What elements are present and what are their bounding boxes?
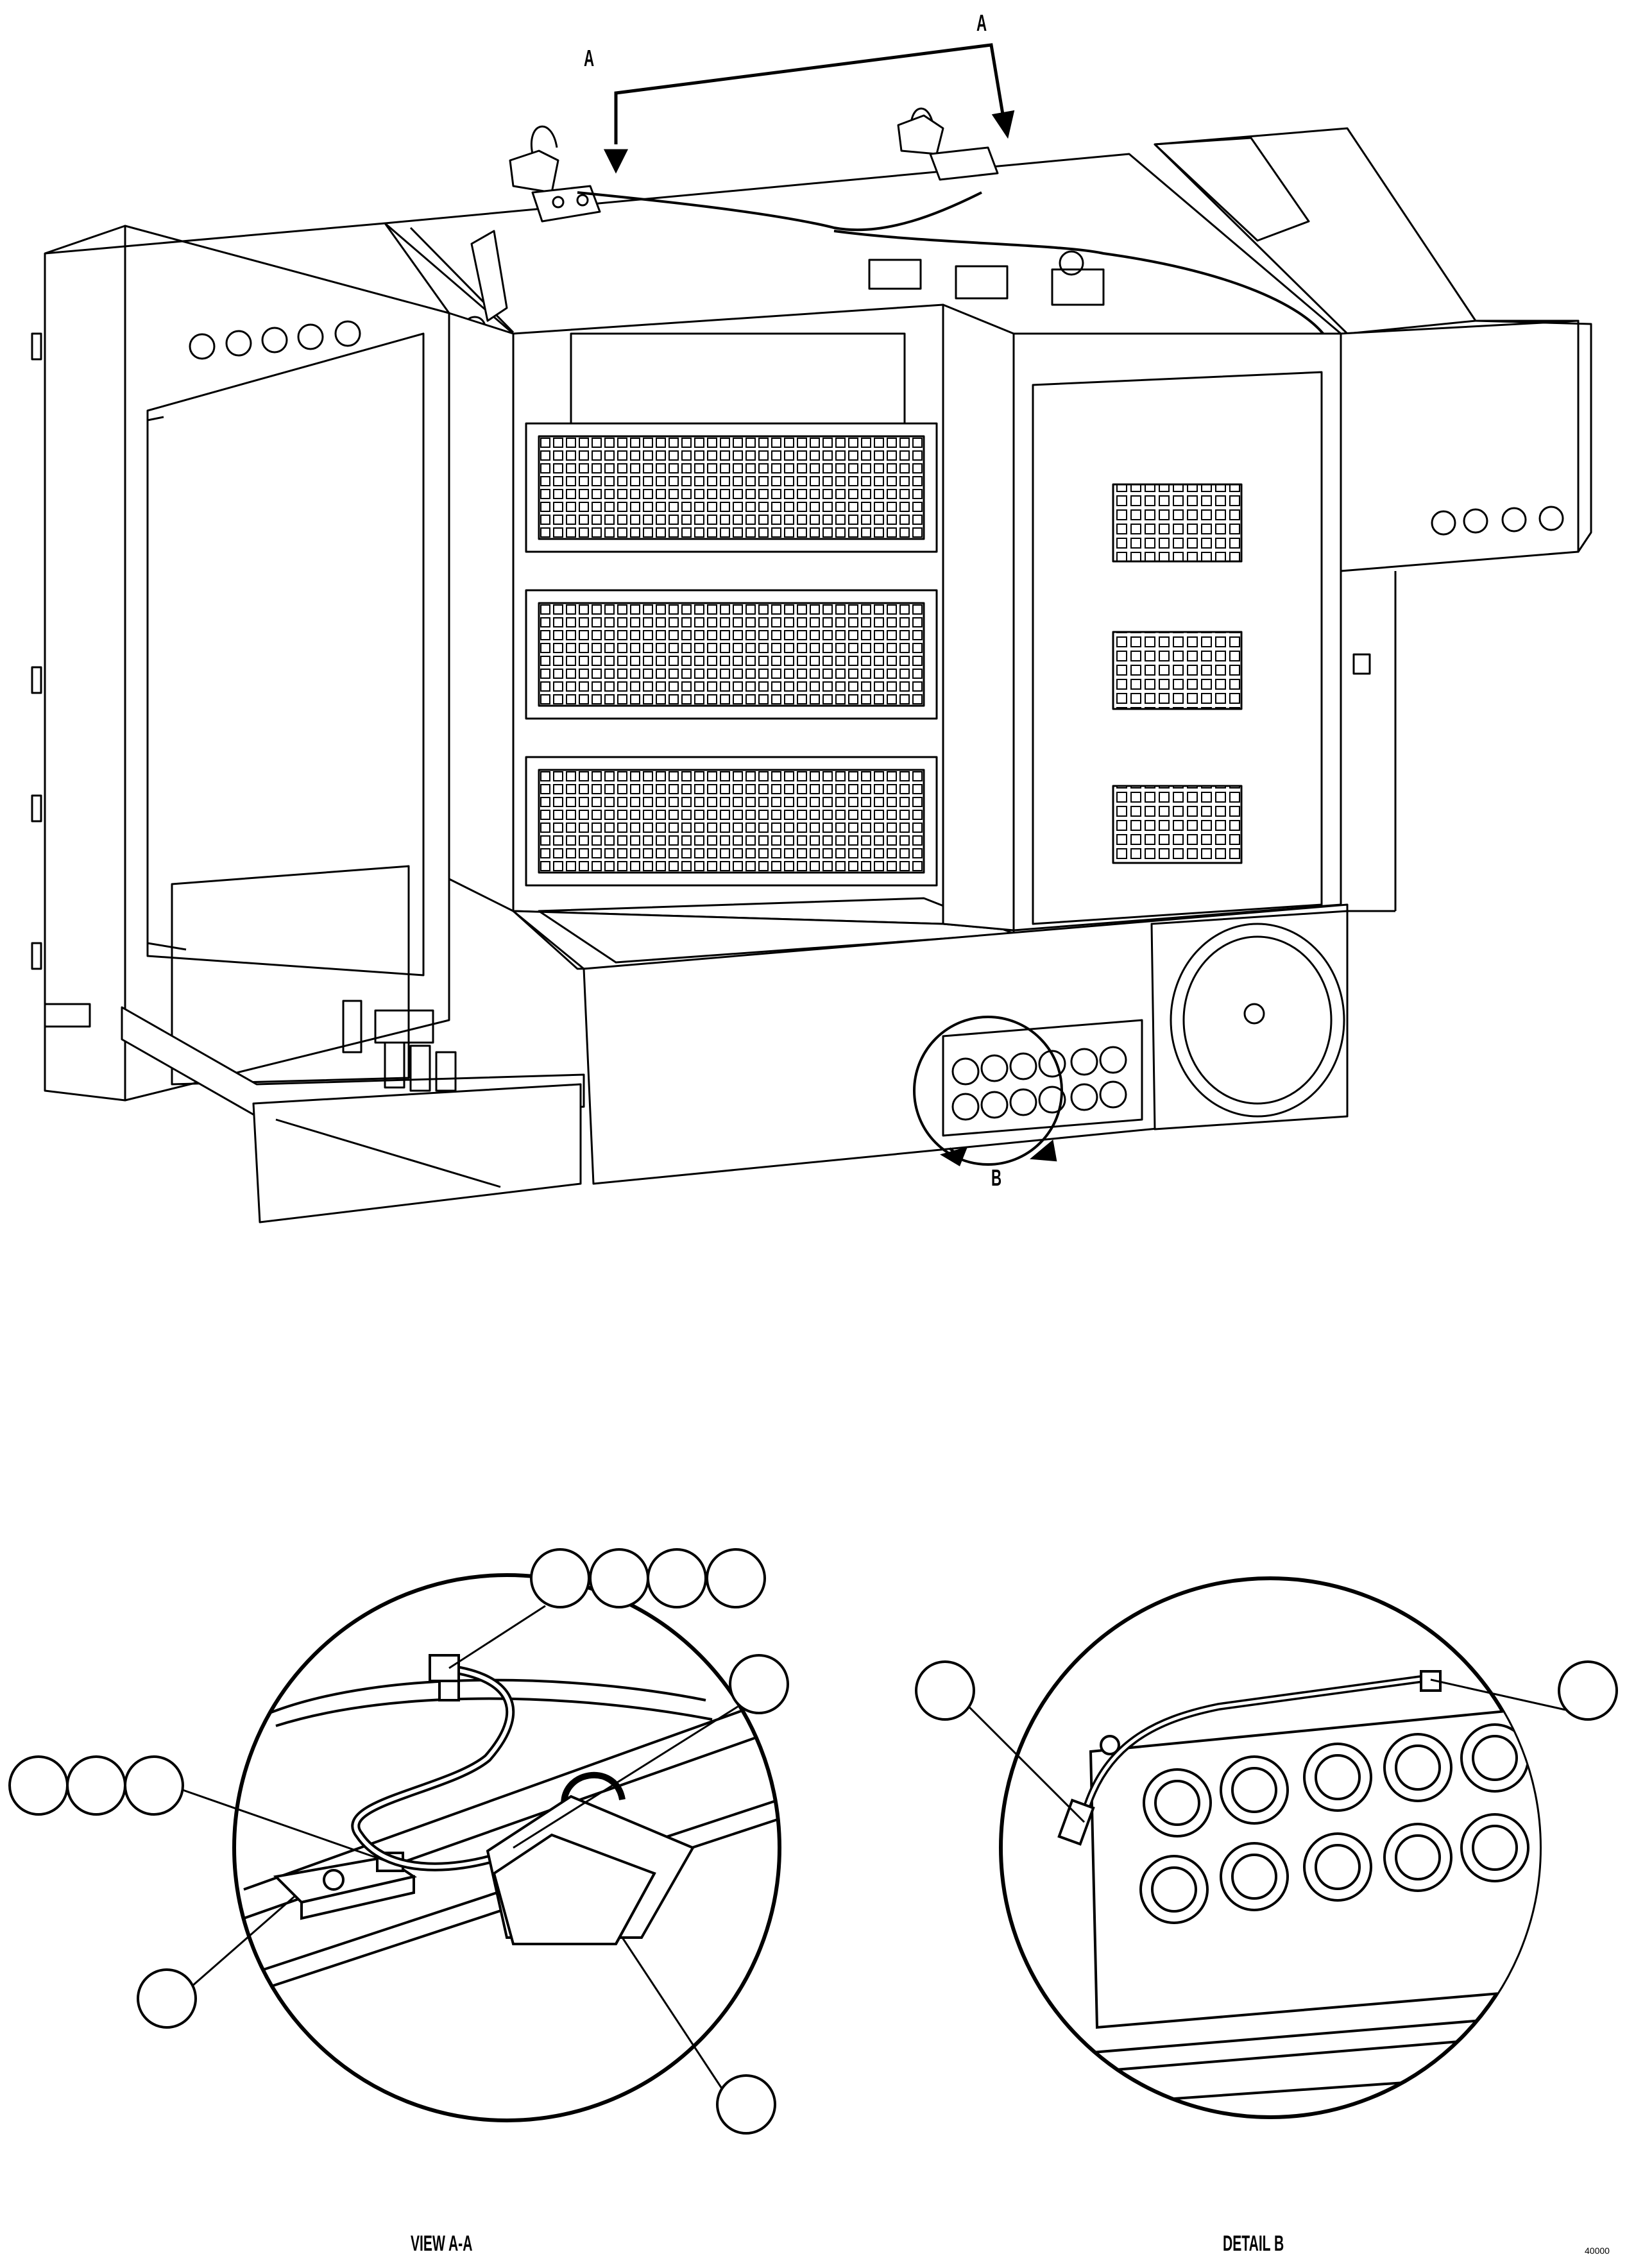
connector-row — [1431, 506, 1564, 536]
sheet-code: 40000 — [1585, 2246, 1610, 2256]
detail-b-view — [999, 1576, 1542, 2119]
genset-enclosure — [31, 107, 1592, 1224]
detail-b-arrows — [940, 1139, 1057, 1166]
lifting-eye-right — [897, 107, 999, 181]
duct-opening — [1150, 910, 1349, 1130]
louver-upper — [1112, 483, 1243, 563]
knockout-row — [189, 320, 361, 360]
view-arrow-label-right: A — [976, 10, 987, 36]
detail-marker-label: B — [991, 1164, 1002, 1191]
vent-grille-lower — [525, 756, 938, 887]
view-aa-detail — [232, 1573, 781, 2122]
louver-lower — [1112, 785, 1243, 864]
terminal-block — [342, 1000, 457, 1092]
louver-middle — [1112, 631, 1243, 710]
lifting-eye-left — [509, 125, 601, 223]
gland-plate — [942, 1019, 1143, 1137]
vent-grille-middle — [525, 589, 938, 720]
cable-glands — [1139, 1723, 1529, 1924]
view-arrow-label-left: A — [584, 45, 595, 71]
view-caption: VIEW A-A — [411, 2231, 473, 2256]
leader-lines — [182, 1605, 1566, 2089]
view-a-arrows — [603, 43, 1015, 174]
vent-grille-upper — [525, 422, 938, 553]
detail-caption: DETAIL B — [1223, 2231, 1284, 2256]
callout-balloons — [8, 1548, 1618, 2135]
